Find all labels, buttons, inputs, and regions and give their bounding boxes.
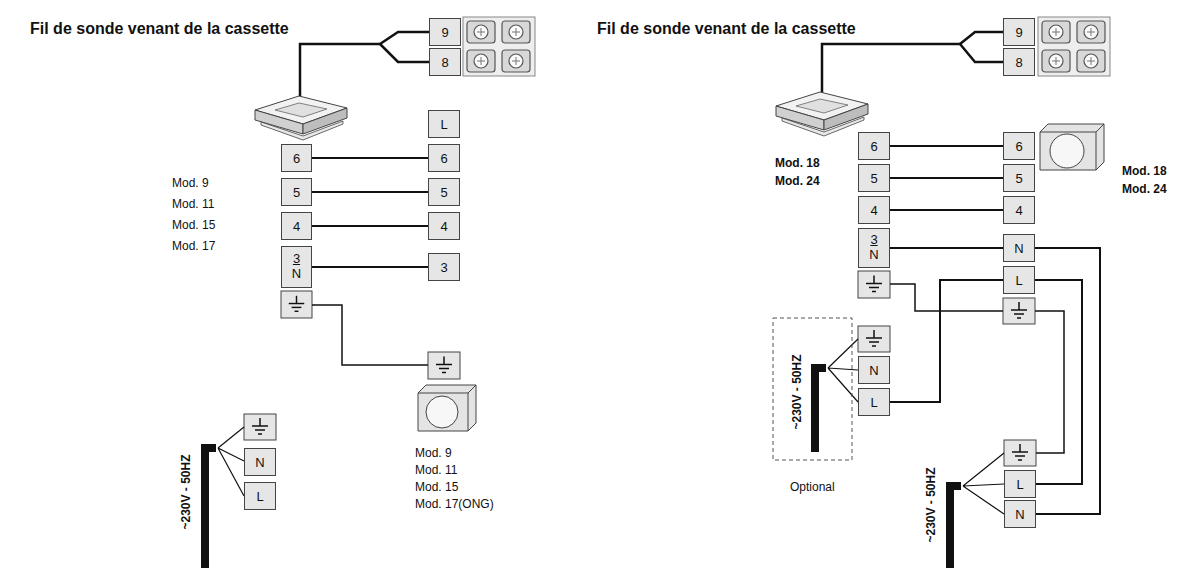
wire-connector [312, 266, 428, 268]
terminal-box: 8 [429, 48, 461, 76]
wire-connector [312, 191, 428, 193]
terminal-box: 4 [858, 196, 890, 224]
terminal-box: 5 [858, 164, 890, 192]
terminal-number: 4 [1015, 203, 1022, 218]
terminal-box: N [244, 448, 276, 476]
terminal-number: L [1015, 273, 1022, 288]
terminal-box: L [428, 110, 460, 138]
terminal-number: 3 [440, 260, 447, 275]
wire-connector [890, 247, 1003, 249]
voltage-label: ~230V - 50HZ [924, 467, 938, 542]
wire-connector [890, 177, 1003, 179]
screw-panel [463, 17, 535, 76]
model-label: Mod. 9 [415, 446, 452, 460]
caption-text: Fil de sonde venant de la cassette [30, 20, 289, 38]
model-label: Mod. 24 [775, 174, 820, 188]
terminal-box: 3 N [281, 246, 312, 288]
outdoor-unit [1040, 124, 1104, 170]
terminal-box: 6 [281, 144, 312, 172]
terminal-number: 6 [440, 151, 447, 166]
terminal-number: 6 [293, 151, 300, 166]
terminal-number: 5 [1015, 171, 1022, 186]
wire-connector [890, 280, 1003, 402]
terminal-box: 3 N [858, 228, 890, 268]
terminal-box: 6 [858, 132, 890, 160]
terminal-number: L [1016, 477, 1023, 492]
model-label: Mod. 24 [1122, 182, 1167, 196]
terminal-box: 4 [281, 212, 312, 240]
terminal-box: 6 [428, 144, 460, 172]
terminal-box: 6 [1003, 132, 1035, 160]
terminal-number: N [255, 455, 264, 470]
terminal-number: 9 [1015, 25, 1022, 40]
model-label: Mod. 11 [415, 463, 457, 477]
voltage-label: ~230V - 50HZ [790, 354, 804, 429]
terminal-box: 4 [1003, 196, 1035, 224]
terminal-number: 6 [870, 139, 877, 154]
model-label: Mod. 18 [775, 156, 820, 170]
terminal-number: 5 [870, 171, 877, 186]
wire-connector [890, 209, 1003, 211]
wire-connector [1035, 248, 1100, 514]
terminal-number: 4 [870, 203, 877, 218]
model-label: Mod. 17(ONG) [415, 497, 494, 511]
terminal-number: 6 [1015, 139, 1022, 154]
terminal-number: N [1014, 241, 1023, 256]
terminal-box: 9 [1003, 18, 1035, 46]
probe-wire [300, 32, 1003, 100]
terminal-number: 8 [441, 55, 448, 70]
terminal-box: N [1003, 234, 1035, 262]
ground-wire [312, 284, 1064, 453]
model-label: Mod. 18 [1122, 164, 1167, 178]
option-note: Optional [790, 480, 835, 494]
terminal-number: 5 [440, 185, 447, 200]
caption-text: Fil de sonde venant de la cassette [597, 20, 856, 38]
terminal-number: N [869, 363, 878, 378]
terminal-box: L [1004, 470, 1036, 498]
terminal-box: N [1004, 500, 1036, 528]
model-label: Mod. 9 [172, 176, 209, 190]
model-label: Mod. 15 [415, 480, 458, 494]
terminal-number: 9 [441, 25, 448, 40]
wire-connector [312, 157, 428, 159]
terminal-number: N [1015, 507, 1024, 522]
terminal-number: 8 [1015, 55, 1022, 70]
terminal-box: 5 [281, 178, 312, 206]
terminal-box: L [858, 388, 890, 416]
screw-panel [1038, 17, 1110, 76]
wire-connector [1035, 280, 1082, 484]
terminal-box: N [858, 356, 890, 384]
terminal-number: 4 [440, 219, 447, 234]
terminal-number: 3 N [867, 233, 881, 263]
terminal-box: 8 [1003, 48, 1035, 76]
optional-frame [773, 318, 852, 460]
model-label: Mod. 15 [172, 218, 215, 232]
terminal-number: 4 [293, 219, 300, 234]
ground-terminal [244, 271, 1036, 466]
terminal-box: 5 [428, 178, 460, 206]
terminal-box: 5 [1003, 164, 1035, 192]
wire-connector [312, 225, 428, 227]
cassette-unit [255, 96, 347, 140]
terminal-number: L [870, 395, 877, 410]
voltage-label: ~230V - 50HZ [179, 454, 193, 529]
terminal-number: L [256, 489, 263, 504]
terminal-box: 9 [429, 18, 461, 46]
outdoor-unit [418, 385, 476, 431]
model-label: Mod. 17 [172, 239, 215, 253]
wire-connector [890, 145, 1003, 147]
terminal-box: 4 [428, 212, 460, 240]
terminal-number: 3 N [290, 252, 304, 282]
terminal-number: L [440, 117, 447, 132]
power-cable [205, 339, 1004, 568]
model-label: Mod. 11 [172, 197, 214, 211]
cassette-unit [776, 92, 868, 136]
terminal-box: L [244, 482, 276, 510]
terminal-box: L [1003, 266, 1035, 294]
terminal-number: 5 [293, 185, 300, 200]
terminal-box: 3 [428, 253, 460, 281]
